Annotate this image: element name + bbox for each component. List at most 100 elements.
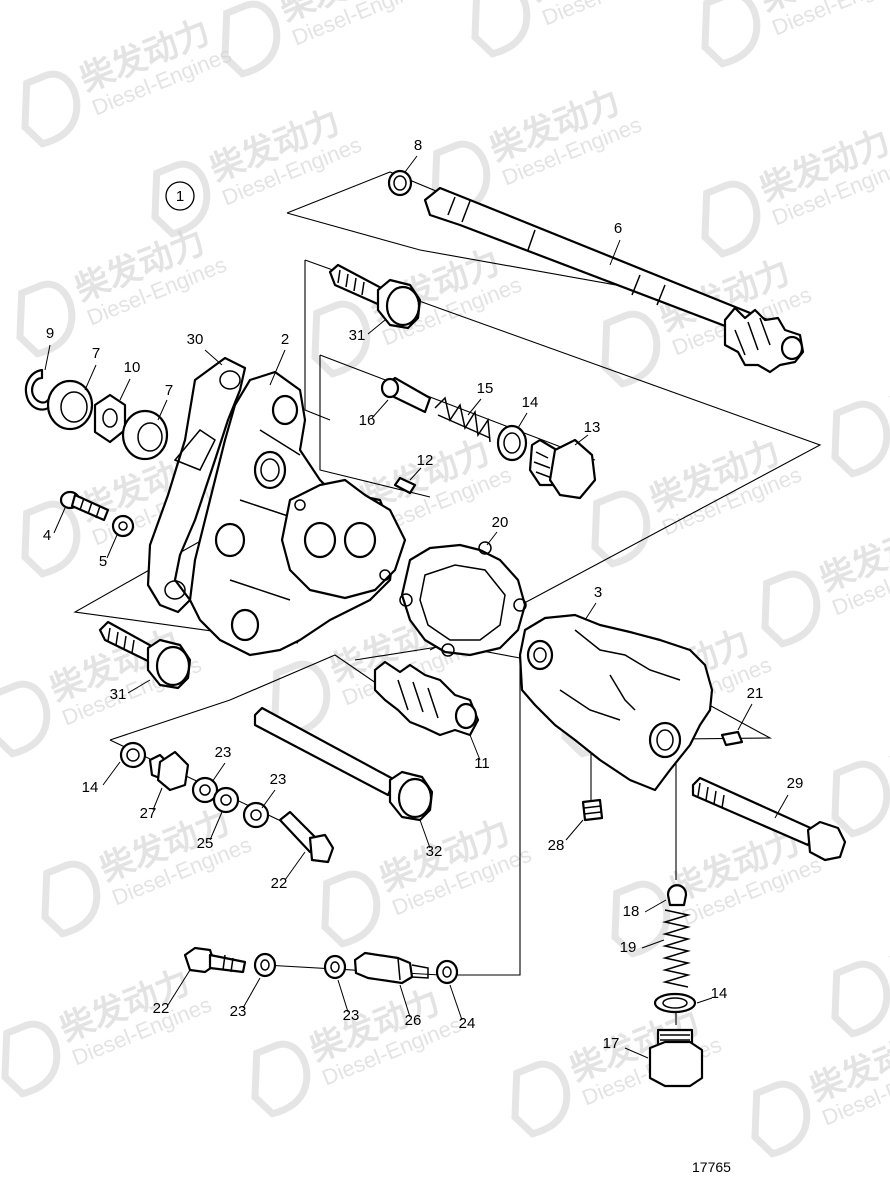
callout-number: 10 <box>124 359 141 376</box>
part-6-drive-shaft <box>423 186 805 374</box>
callout-number: 31 <box>349 327 366 344</box>
callout-leader <box>644 899 667 913</box>
callout-leader <box>469 734 481 761</box>
callout-number: 14 <box>82 779 99 796</box>
callout-number: 30 <box>187 331 204 348</box>
part-25-washer <box>212 786 240 814</box>
callout-number: 28 <box>548 837 565 854</box>
callout-number: 23 <box>270 771 287 788</box>
part-23-washer-a <box>191 776 219 804</box>
callout-leader <box>157 399 168 421</box>
callout-leader <box>737 703 753 731</box>
callout-leader <box>167 969 191 1006</box>
callout-number: 5 <box>99 553 107 570</box>
callout-leader <box>367 319 386 335</box>
callout-leader <box>486 531 498 546</box>
part-14-washer-bottom <box>653 992 697 1014</box>
part-29-bolt <box>691 776 847 862</box>
watermark-brand-en: Diesel-Engines <box>538 0 685 30</box>
callout-number: 7 <box>92 345 100 362</box>
callout-leader <box>419 819 431 849</box>
part-23-washer-d <box>323 954 347 980</box>
part-2-flange <box>280 478 407 600</box>
part-23-washer-c <box>253 952 277 978</box>
part-30-gasket <box>146 356 247 614</box>
callout-layer: 8631230971071615141312452033111211423232… <box>43 137 804 1059</box>
callout-number: 16 <box>359 412 376 429</box>
callout-number: 25 <box>197 835 214 852</box>
callout-leader <box>449 984 463 1021</box>
group-marker-label: 1 <box>176 188 184 205</box>
callout-number: 29 <box>787 775 804 792</box>
part-32-long-bolt <box>253 706 434 822</box>
callout-number: 12 <box>417 452 434 469</box>
callout-number: 20 <box>492 514 509 531</box>
callout-leader <box>517 412 528 429</box>
callout-number: 4 <box>43 527 51 544</box>
part-26-adapter <box>353 951 429 985</box>
callout-number: 27 <box>140 805 157 822</box>
callout-number: 15 <box>477 380 494 397</box>
callout-number: 3 <box>594 584 602 601</box>
part-12-pin <box>393 476 417 495</box>
callout-number: 13 <box>584 419 601 436</box>
callout-leader <box>269 349 286 386</box>
part-31-bolt-top <box>328 263 422 330</box>
part-24-washer <box>435 959 459 985</box>
callout-leader <box>574 434 589 446</box>
part-27-union <box>148 750 190 792</box>
callout-number: 11 <box>474 755 490 772</box>
part-18-valve-ball <box>666 884 688 907</box>
callout-leader <box>371 399 389 419</box>
callout-leader <box>409 467 422 481</box>
callout-number: 31 <box>110 686 127 703</box>
callout-leader <box>53 507 66 534</box>
part-22-banjo-bolt-right <box>278 810 335 864</box>
part-16-plunger <box>380 376 432 414</box>
callout-number: 14 <box>522 394 539 411</box>
part-13-plug <box>528 438 597 500</box>
callout-number: 2 <box>281 331 289 348</box>
part-14-washer-left <box>119 741 147 769</box>
part-19-spring <box>662 909 691 988</box>
callout-leader <box>399 984 411 1018</box>
callout-leader <box>119 378 131 401</box>
part-4-screw <box>59 490 110 522</box>
drawing-number: 17765 <box>692 1159 731 1175</box>
callout-number: 21 <box>747 685 764 702</box>
callout-leader <box>404 155 418 173</box>
part-15-spring <box>434 396 491 443</box>
callout-number: 18 <box>623 903 640 920</box>
callout-number: 24 <box>459 1015 476 1032</box>
callout-number: 8 <box>414 137 422 154</box>
group-marker: 1 <box>165 181 195 211</box>
callout-leader <box>127 679 151 694</box>
part-11-gear <box>373 660 480 737</box>
callout-number: 9 <box>46 325 54 342</box>
part-14-washer-top <box>496 424 528 462</box>
callout-number: 26 <box>405 1012 422 1029</box>
part-3-pump-body <box>518 613 714 792</box>
callout-number: 6 <box>614 220 622 237</box>
part-8-o-ring <box>387 169 413 197</box>
part-28-plug <box>581 798 604 822</box>
callout-number: 19 <box>620 939 637 956</box>
callout-leader <box>102 761 121 786</box>
callout-number: 23 <box>215 744 232 761</box>
callout-leader <box>204 349 223 366</box>
callout-leader <box>609 239 621 266</box>
callout-leader <box>84 364 97 391</box>
callout-number: 22 <box>271 875 288 892</box>
callout-leader <box>242 977 261 1009</box>
callout-leader <box>284 851 306 881</box>
